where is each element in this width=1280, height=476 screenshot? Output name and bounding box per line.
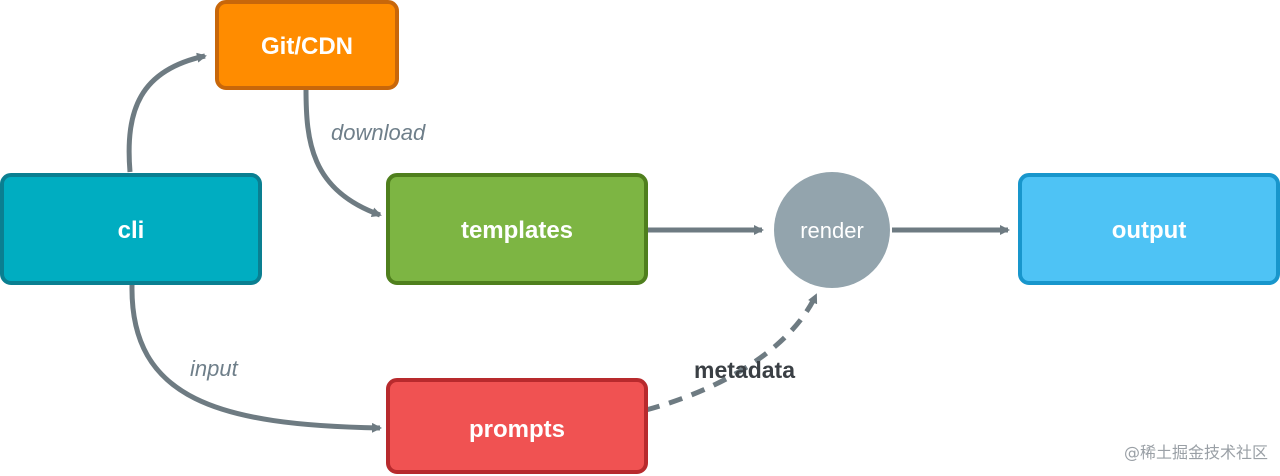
node-cli: cli (0, 173, 262, 285)
edge-prompts-to-render-dashed (645, 293, 819, 413)
node-output: output (1018, 173, 1280, 285)
node-cli-label: cli (118, 217, 145, 244)
edge-git-cdn-to-templates (303, 87, 382, 218)
edge-cli-to-git-cdn (126, 52, 207, 173)
node-git-cdn: Git/CDN (215, 0, 399, 90)
node-templates: templates (386, 173, 648, 285)
edge-label-input: input (190, 356, 239, 381)
node-output-label: output (1112, 217, 1187, 244)
node-templates-label: templates (461, 217, 573, 244)
edge-label-download: download (331, 120, 426, 145)
edge-label-metadata: metadata (694, 357, 795, 383)
node-render-label: render (800, 218, 864, 243)
watermark: @稀土掘金技术社区 (1124, 443, 1268, 462)
node-git-cdn-label: Git/CDN (261, 33, 353, 60)
edge-cli-to-prompts (129, 284, 382, 433)
node-prompts-label: prompts (469, 416, 565, 443)
node-prompts: prompts (386, 378, 648, 474)
node-render: render (774, 172, 890, 288)
